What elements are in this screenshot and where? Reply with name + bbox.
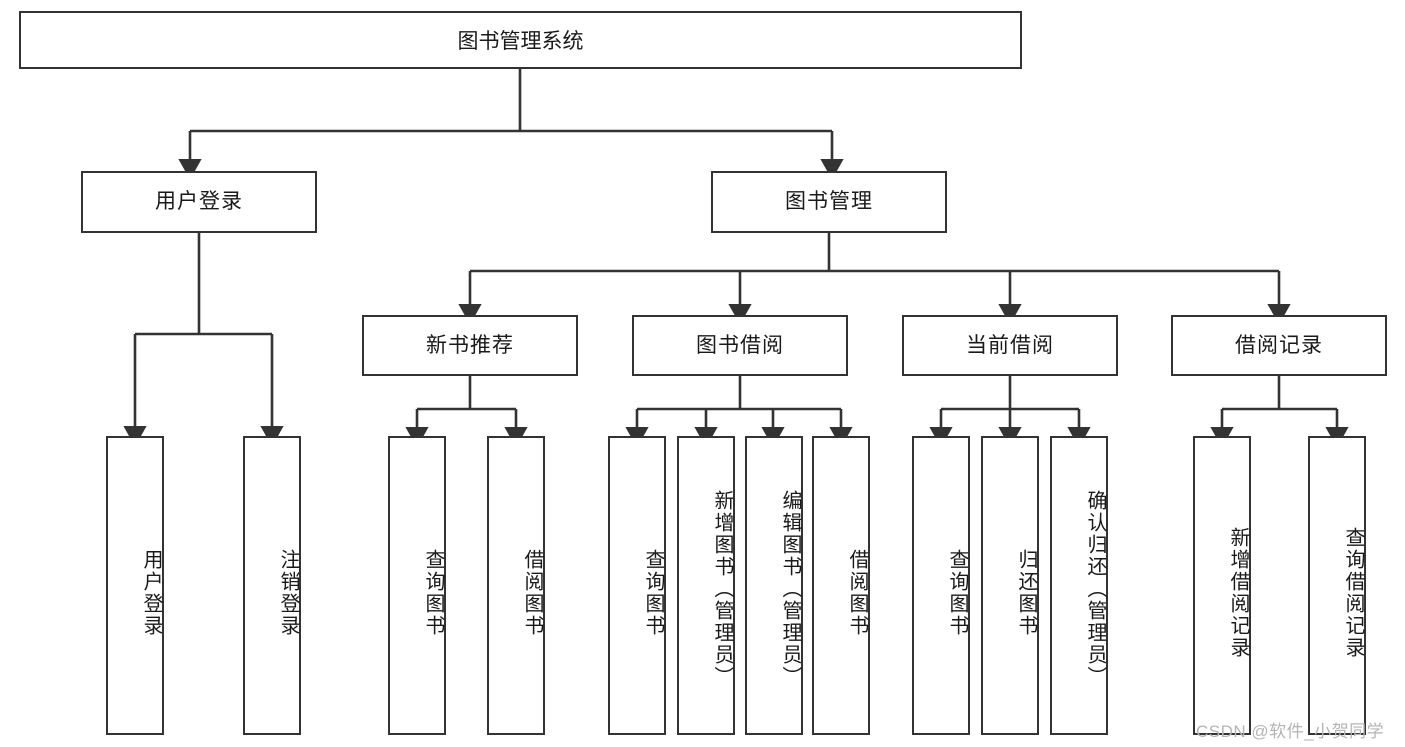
node-book-borrow[interactable]: 图书借阅 bbox=[632, 315, 848, 376]
leaf-edit-book[interactable]: 编辑图书（管理员） bbox=[745, 436, 803, 735]
leaf-add-record[interactable]: 新增借阅记录 bbox=[1193, 436, 1251, 735]
leaf-borrow-book-2[interactable]: 借阅图书 bbox=[812, 436, 870, 735]
leaf-user-login[interactable]: 用户登录 bbox=[106, 436, 164, 735]
leaf-logout[interactable]: 注销登录 bbox=[243, 436, 301, 735]
node-new-book-recommend[interactable]: 新书推荐 bbox=[362, 315, 578, 376]
leaf-return-book[interactable]: 归还图书 bbox=[981, 436, 1039, 735]
leaf-query-book-2[interactable]: 查询图书 bbox=[608, 436, 666, 735]
node-current-borrow[interactable]: 当前借阅 bbox=[902, 315, 1118, 376]
node-user-login[interactable]: 用户登录 bbox=[81, 171, 317, 233]
leaf-add-book[interactable]: 新增图书（管理员） bbox=[677, 436, 735, 735]
leaf-query-record[interactable]: 查询借阅记录 bbox=[1308, 436, 1366, 735]
leaf-confirm-return[interactable]: 确认归还（管理员） bbox=[1050, 436, 1108, 735]
node-root-system[interactable]: 图书管理系统 bbox=[19, 11, 1022, 69]
node-borrow-record[interactable]: 借阅记录 bbox=[1171, 315, 1387, 376]
leaf-borrow-book-1[interactable]: 借阅图书 bbox=[487, 436, 545, 735]
leaf-query-book-3[interactable]: 查询图书 bbox=[912, 436, 970, 735]
watermark-text: CSDN @软件_小贺同学 bbox=[1196, 722, 1385, 741]
leaf-query-book-1[interactable]: 查询图书 bbox=[388, 436, 446, 735]
node-book-management[interactable]: 图书管理 bbox=[711, 171, 947, 233]
